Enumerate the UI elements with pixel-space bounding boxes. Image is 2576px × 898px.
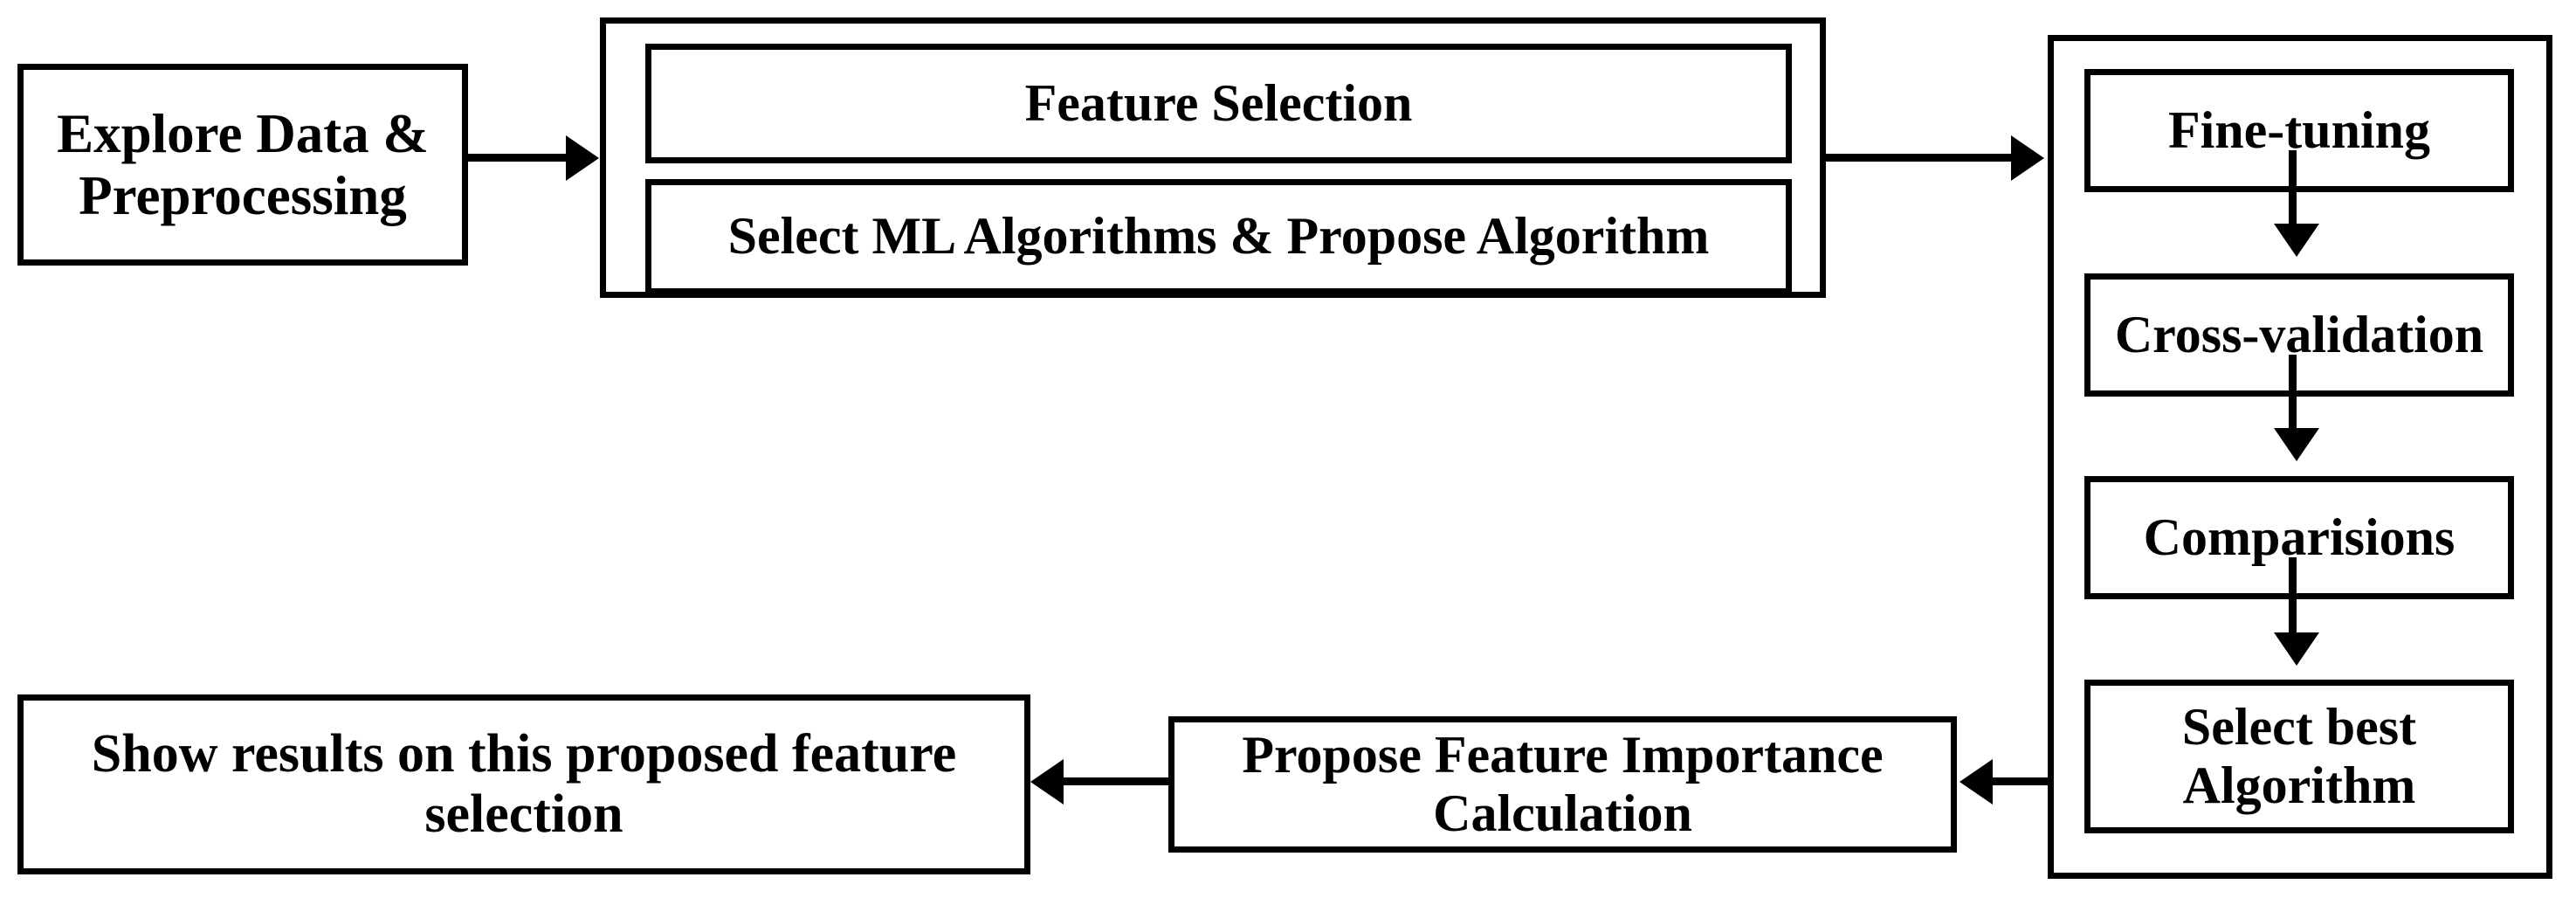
connector-comparisions-to-select-best-line [2289,557,2297,636]
node-label: Comparisions [2143,508,2455,566]
connector-explore-to-feature-group-line [468,154,573,162]
node-label: Propose Feature Importance Calculation [1242,725,1884,842]
node-label: Fine-tuning [2167,100,2431,159]
node-explore-data-preprocessing[interactable]: Explore Data & Preprocessing [17,64,468,266]
node-fine-tuning[interactable]: Fine-tuning [2084,69,2514,192]
connector-crossvalidation-to-comparisions-arrowhead [2274,428,2319,461]
connector-propose-importance-to-show-results-line [1064,777,1172,785]
connector-comparisions-to-select-best-arrowhead [2274,632,2319,666]
connector-feature-group-to-right-group-arrowhead [2011,135,2044,181]
connector-crossvalidation-to-comparisions-line [2289,355,2297,432]
node-propose-feature-importance-calculation[interactable]: Propose Feature Importance Calculation [1168,716,1957,853]
node-select-ml-algorithms[interactable]: Select ML Algorithms & Propose Algorithm [645,179,1792,294]
node-label: Feature Selection [1024,73,1413,132]
connector-right-group-to-propose-importance-line [1993,777,2054,785]
node-show-results-on-proposed-feature-selection[interactable]: Show results on this proposed feature se… [17,694,1030,874]
node-label: Show results on this proposed feature se… [91,723,957,844]
node-cross-validation[interactable]: Cross-validation [2084,273,2514,397]
node-select-best-algorithm[interactable]: Select best Algorithm [2084,680,2514,833]
node-label: Select best Algorithm [2181,697,2417,814]
group-model-evaluation-container: Fine-tuning Cross-validation Comparision… [2048,35,2552,879]
node-label: Cross-validation [2114,305,2484,363]
connector-finetuning-to-crossvalidation-line [2289,150,2297,227]
connector-propose-importance-to-show-results-arrowhead [1030,759,1064,805]
node-feature-selection[interactable]: Feature Selection [645,44,1792,163]
connector-feature-group-to-right-group-line [1826,154,2014,162]
connector-finetuning-to-crossvalidation-arrowhead [2274,224,2319,257]
node-label: Select ML Algorithms & Propose Algorithm [727,207,1710,266]
group-feature-selection-container: Feature Selection Select ML Algorithms &… [600,17,1826,298]
connector-explore-to-feature-group-arrowhead [566,135,599,181]
node-comparisions[interactable]: Comparisions [2084,476,2514,599]
connector-right-group-to-propose-importance-arrowhead [1960,759,1993,805]
node-label: Explore Data & Preprocessing [57,102,429,226]
